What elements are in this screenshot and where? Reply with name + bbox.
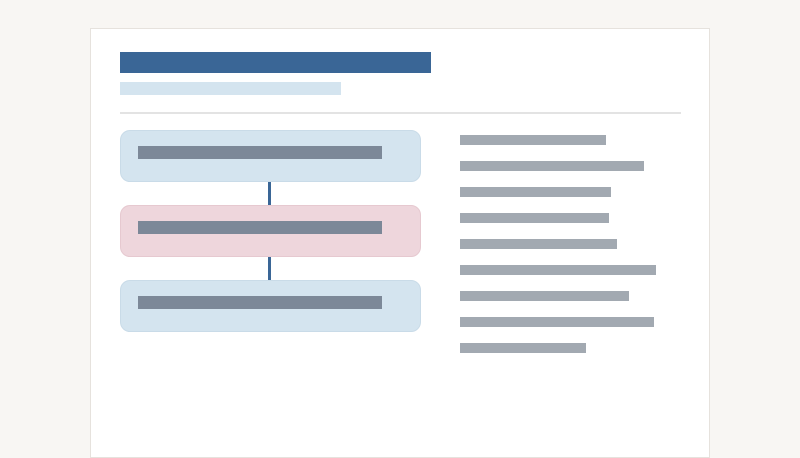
side-text-line xyxy=(460,161,644,171)
side-text-line xyxy=(460,135,606,145)
subtitle-placeholder-bar xyxy=(120,82,341,95)
flow-connector-2-3 xyxy=(268,257,271,280)
flow-node-step-1 xyxy=(120,130,421,182)
header-divider xyxy=(120,112,681,114)
node-text-placeholder xyxy=(138,221,382,234)
side-text-line xyxy=(460,343,586,353)
side-text-line xyxy=(460,291,629,301)
side-text-line xyxy=(460,239,617,249)
title-placeholder-bar xyxy=(120,52,431,73)
side-text-line xyxy=(460,187,611,197)
flow-node-step-2 xyxy=(120,205,421,257)
side-text-line xyxy=(460,265,656,275)
side-text-line xyxy=(460,317,654,327)
side-text-line xyxy=(460,213,609,223)
flow-node-step-3 xyxy=(120,280,421,332)
flow-connector-1-2 xyxy=(268,182,271,205)
node-text-placeholder xyxy=(138,296,382,309)
node-text-placeholder xyxy=(138,146,382,159)
